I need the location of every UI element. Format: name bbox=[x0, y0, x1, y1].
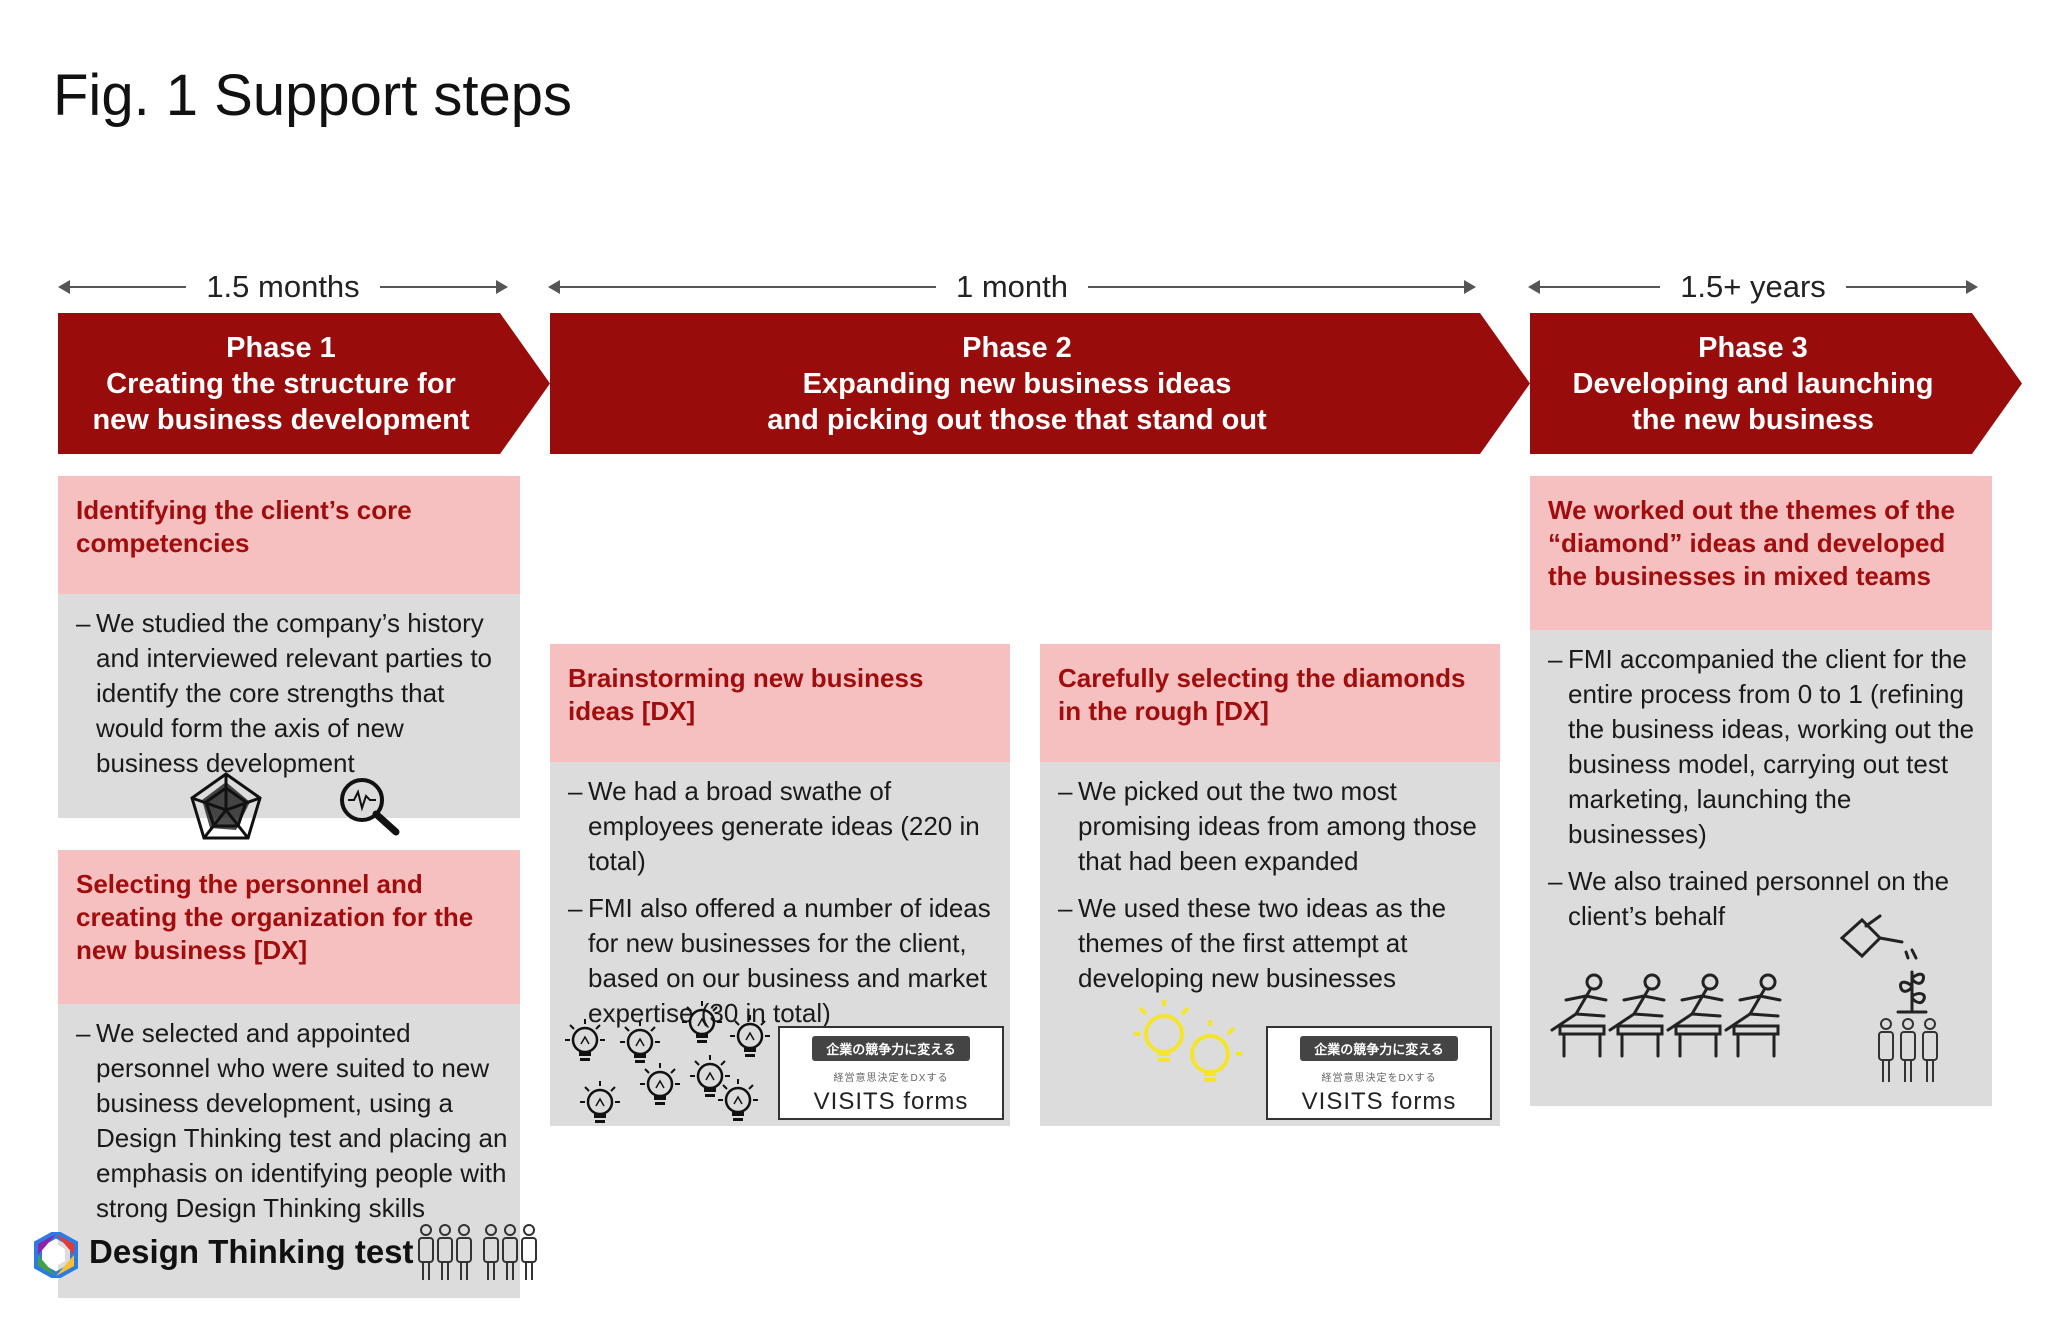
people-group-icon bbox=[418, 1224, 537, 1280]
box-heading: Carefully selecting the diamonds in the … bbox=[1040, 644, 1500, 762]
spider-chart-icon bbox=[190, 772, 262, 840]
bullet-item: –We had a broad swathe of employees gene… bbox=[568, 776, 980, 876]
phase-title-line: Developing and launching bbox=[1572, 367, 1934, 400]
phase-label: Phase 2 bbox=[962, 331, 1072, 364]
phase-title-line: Creating the structure for bbox=[106, 367, 456, 400]
magnifier-pulse-icon bbox=[340, 778, 400, 836]
duration-label: 1.5 months bbox=[186, 269, 380, 304]
box-heading: Selecting the personnel and creating the… bbox=[58, 850, 520, 1004]
bullet-item: –We selected and appointed personnel who… bbox=[76, 1018, 508, 1223]
phase-label: Phase 3 bbox=[1698, 331, 1808, 364]
figure-title: Fig. 1 Support steps bbox=[53, 63, 573, 128]
duration-label: 1 month bbox=[935, 269, 1088, 304]
bullet-item: –FMI accompanied the client for the enti… bbox=[1548, 644, 1975, 849]
yellow-lightbulbs-icon bbox=[1134, 1000, 1242, 1082]
phase-label: Phase 1 bbox=[226, 331, 336, 364]
design-thinking-label: Design Thinking test bbox=[89, 1233, 414, 1270]
lightbulbs-icon bbox=[563, 1000, 770, 1125]
phase-title-line: new business development bbox=[92, 403, 470, 436]
visits-forms-logo: 企業の競争力に変える 経営意思決定をDXする VISITS forms bbox=[1266, 1026, 1492, 1120]
duration-phase-1: 1.5 months bbox=[58, 267, 508, 307]
bullet-item: –We studied the company’s history and in… bbox=[76, 608, 493, 778]
bullet-item: –We picked out the two most promising id… bbox=[1058, 776, 1477, 876]
duration-phase-3: 1.5+ years bbox=[1528, 267, 1978, 307]
box-personnel: Selecting the personnel and creating the… bbox=[58, 850, 520, 1298]
box-core-competencies: Identifying the client’s core competenci… bbox=[58, 476, 520, 818]
phase-title-line: and picking out those that stand out bbox=[767, 403, 1267, 436]
hurdle-runners-icon bbox=[1550, 973, 1782, 1058]
box-heading: Identifying the client’s core competenci… bbox=[58, 476, 520, 594]
phase-3-chevron: Phase 3 Developing and launching the new… bbox=[1530, 313, 2022, 454]
hexagon-logo-icon bbox=[34, 1232, 78, 1278]
bullet-item: –We also trained personnel on the client… bbox=[1548, 866, 1950, 931]
phase-1-chevron: Phase 1 Creating the structure for new b… bbox=[58, 313, 550, 454]
phase-title-line: the new business bbox=[1632, 403, 1874, 436]
visits-forms-logo: 企業の競争力に変える 経営意思決定をDXする VISITS forms bbox=[778, 1026, 1004, 1120]
phase-2-chevron: Phase 2 Expanding new business ideas and… bbox=[550, 313, 1530, 454]
phase-title-line: Expanding new business ideas bbox=[802, 367, 1232, 400]
duration-phase-2: 1 month bbox=[548, 267, 1476, 307]
nurturing-growth-icon bbox=[1839, 914, 1938, 1082]
box-heading: Brainstorming new business ideas [DX] bbox=[550, 644, 1010, 762]
duration-label: 1.5+ years bbox=[1660, 269, 1846, 304]
box-heading: We worked out the themes of the “diamond… bbox=[1530, 476, 1992, 630]
bullet-item: –We used these two ideas as the themes o… bbox=[1058, 893, 1447, 993]
